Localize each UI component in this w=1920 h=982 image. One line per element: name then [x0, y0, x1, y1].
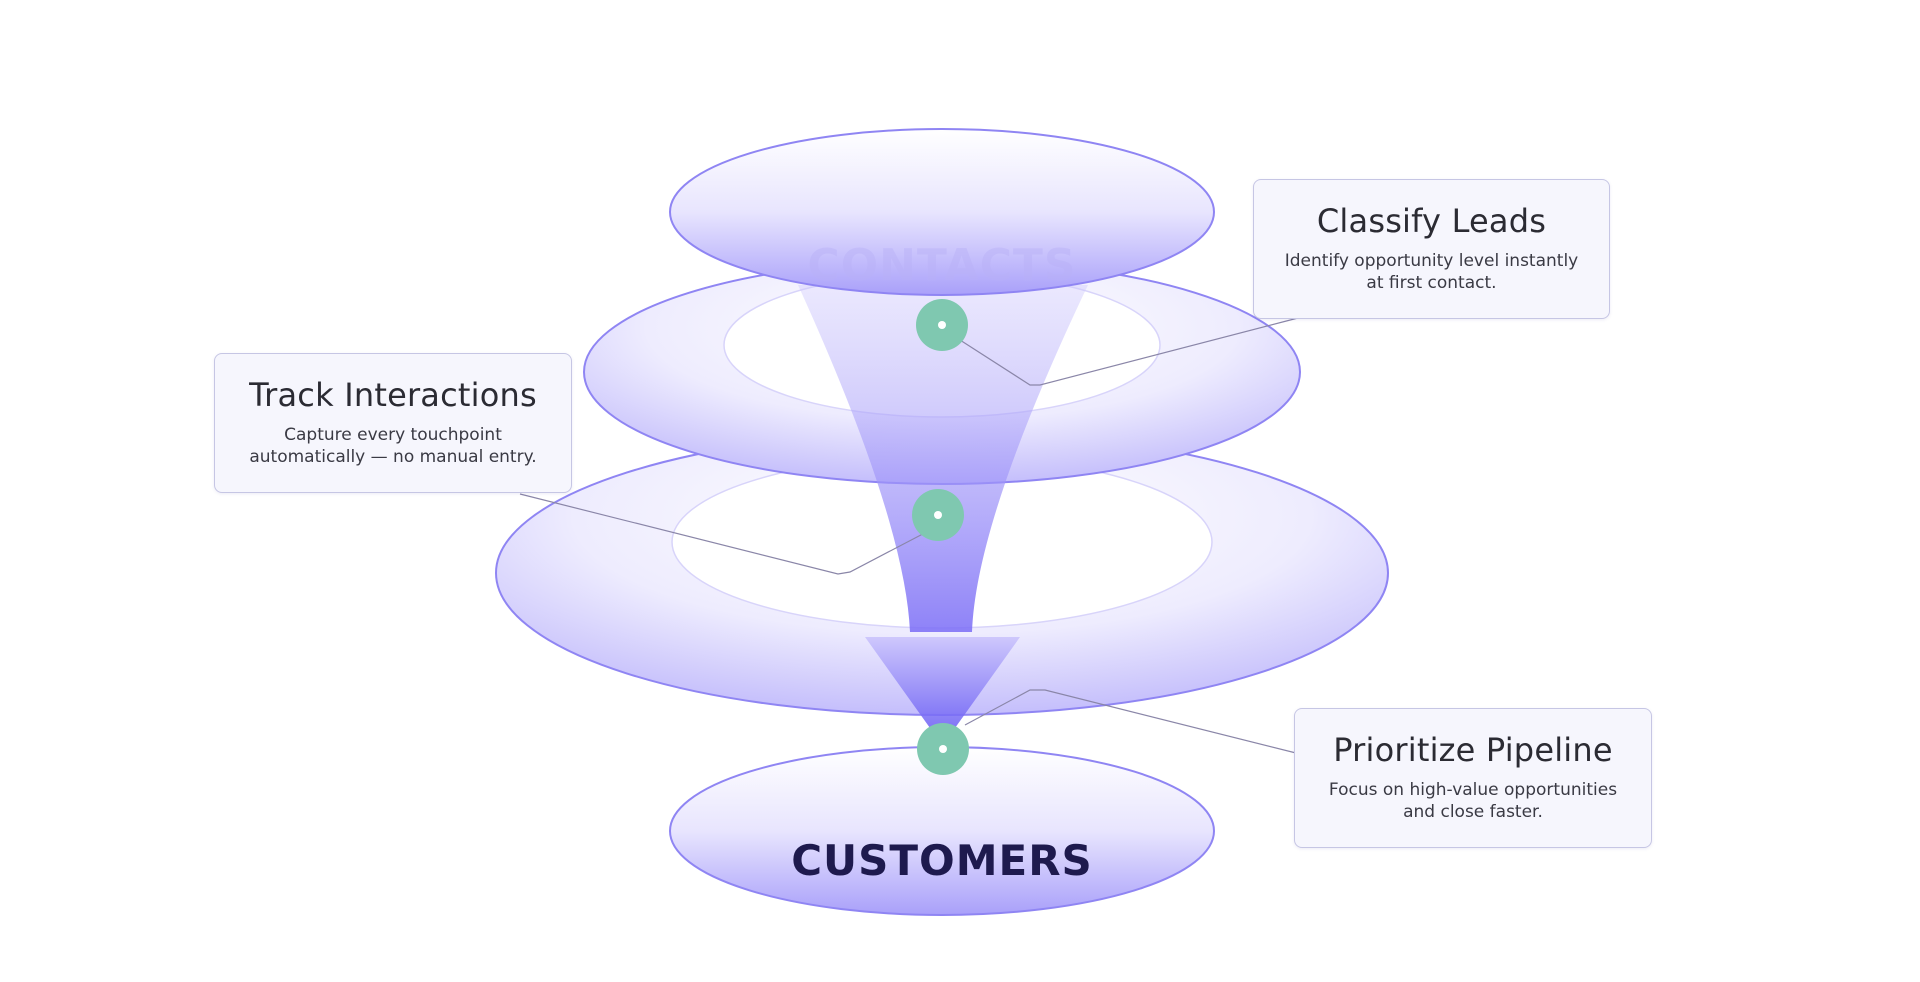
card-track-interactions: Track Interactions Capture every touchpo… — [214, 353, 572, 493]
card-title: Classify Leads — [1316, 202, 1547, 240]
card-desc-line: automatically — no manual entry. — [249, 447, 537, 467]
card-prioritize-pipeline: Prioritize Pipeline Focus on high-value … — [1294, 708, 1652, 848]
customers-label: CUSTOMERS — [791, 836, 1093, 885]
contacts-oval: CONTACTS — [669, 128, 1215, 296]
funnel-cone — [865, 637, 1020, 728]
node-prioritize — [917, 723, 969, 775]
connector-classify — [959, 317, 1299, 386]
card-title: Prioritize Pipeline — [1333, 731, 1613, 769]
card-description: Identify opportunity level instantly at … — [1284, 250, 1579, 294]
card-desc-line: Focus on high-value opportunities — [1328, 780, 1618, 800]
card-description: Focus on high-value opportunities and cl… — [1325, 779, 1621, 823]
funnel-stem — [798, 285, 1088, 632]
contacts-label: CONTACTS — [807, 240, 1076, 291]
node-track — [912, 489, 964, 541]
connector-track — [519, 493, 941, 575]
card-desc-line: Identify opportunity level instantly — [1284, 251, 1579, 271]
card-classify-leads: Classify Leads Identify opportunity leve… — [1253, 179, 1610, 319]
customers-oval: CUSTOMERS — [669, 746, 1215, 916]
node-classify — [916, 299, 968, 351]
connector-prioritize — [964, 689, 1297, 754]
card-desc-line: and close faster. — [1403, 802, 1543, 822]
card-title: Track Interactions — [249, 376, 537, 414]
card-desc-line: at first contact. — [1366, 273, 1497, 293]
card-desc-line: Capture every touchpoint — [284, 425, 502, 445]
card-description: Capture every touchpoint automatically —… — [245, 424, 541, 468]
